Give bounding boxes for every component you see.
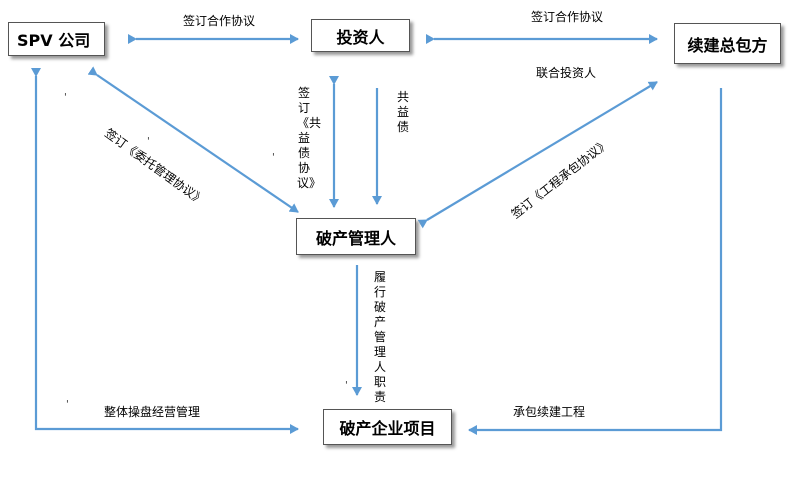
arrow-contractor-manager <box>417 81 658 229</box>
spv-company-label: SPV 公司 <box>17 31 91 50</box>
stray-mark: ' <box>147 136 150 147</box>
label-investor-manager-sign: 签订《共益债协议》 <box>297 86 322 190</box>
stray-mark: ' <box>66 399 69 410</box>
label-spv-investor: 签订合作协议 <box>183 14 256 28</box>
spv-company-node: SPV 公司 <box>8 22 105 56</box>
arrow-contractor-project <box>468 88 723 435</box>
contractor-label: 续建总包方 <box>687 35 768 55</box>
bankruptcy-manager-label: 破产管理人 <box>315 228 396 248</box>
label-contractor-project: 承包续建工程 <box>513 405 586 419</box>
investor-node: 投资人 <box>311 19 410 52</box>
label-investor-manager-debt: 共益债 <box>396 90 409 134</box>
contractor-node: 续建总包方 <box>674 23 781 64</box>
bankruptcy-manager-node: 破产管理人 <box>296 218 416 255</box>
label-investor-contractor: 签订合作协议 <box>531 10 604 24</box>
arrow-spv-project <box>31 68 299 434</box>
stray-mark: ' <box>272 152 275 163</box>
label-joint-investor: 联合投资人 <box>536 66 597 80</box>
stray-mark: ' <box>64 92 67 103</box>
investor-label: 投资人 <box>336 27 385 47</box>
stray-mark: ' <box>345 380 348 391</box>
bankruptcy-project-label: 破产企业项目 <box>339 419 436 438</box>
label-manager-project: 履行破产管理人职责 <box>373 270 386 404</box>
label-spv-project: 整体操盘经营管理 <box>104 405 201 419</box>
bankruptcy-project-node: 破产企业项目 <box>323 409 452 445</box>
